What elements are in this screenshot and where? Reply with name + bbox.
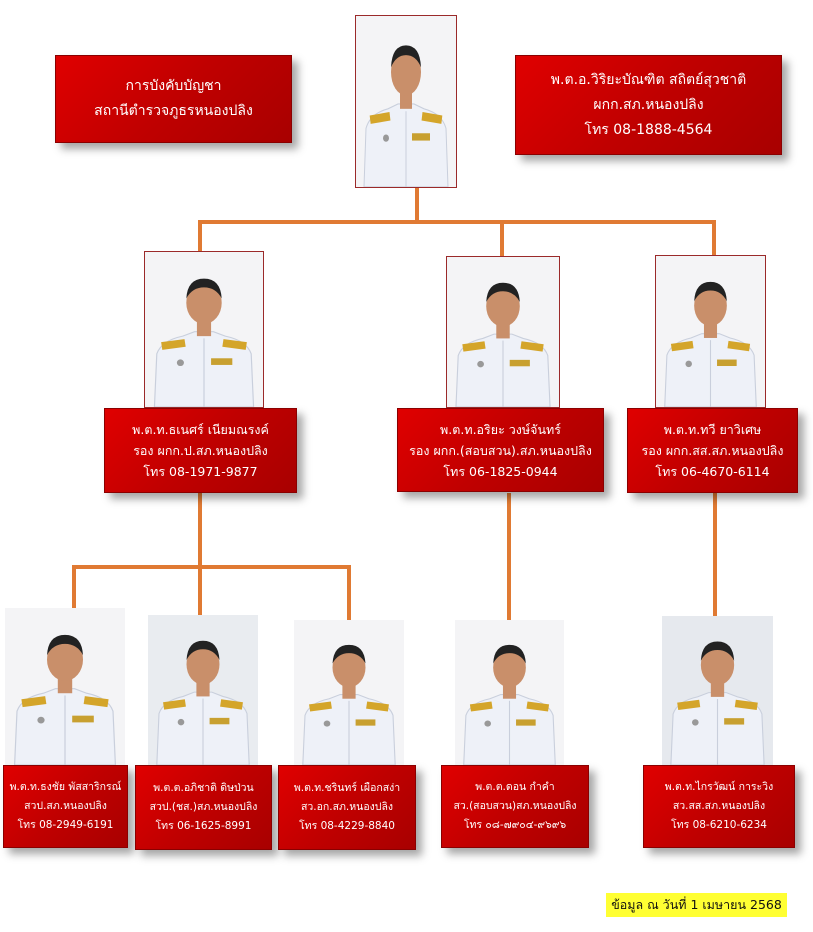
officer-portrait-icon: [670, 641, 765, 765]
deputy-box: พ.ต.ท.ทวี ยาวิเศษ รอง ผกก.สส.สภ.หนองปลิง…: [627, 408, 798, 493]
inspector-box: พ.ต.ต.ดอน กำคำ สว.(สอบสวน)สภ.หนองปลิง โท…: [441, 765, 589, 848]
officer-portrait-icon: [363, 45, 449, 187]
officer-portrait-icon: [455, 282, 551, 407]
inspector-phone: โทร ๐๘-๗๙๐๔-๙๖๙๖: [463, 819, 567, 831]
unit-title-box: การบังคับบัญชา สถานีตำรวจภูธรหนองปลิง: [55, 55, 292, 143]
connector: [347, 565, 351, 620]
commander-position: ผกก.สภ.หนองปลิง: [593, 96, 704, 113]
connector: [72, 565, 351, 569]
inspector-name: พ.ต.ต.ดอน กำคำ: [475, 781, 555, 793]
inspector-position: สว.อก.สภ.หนองปลิง: [300, 801, 394, 813]
inspector-name: พ.ต.ต.อภิชาติ ดิษป่วน: [153, 782, 254, 794]
deputy-phone: โทร 06-1825-0944: [443, 463, 558, 479]
inspector-name: พ.ต.ท.ชรินทร์ เผือกสง่า: [293, 782, 401, 794]
inspector-phone: โทร 08-6210-6234: [671, 819, 767, 831]
inspector-position: สว.(สอบสวน)สภ.หนองปลิง: [453, 800, 577, 812]
connector: [198, 220, 202, 251]
inspector-position: สวป.สภ.หนองปลิง: [24, 800, 107, 812]
deputy-photo: [655, 255, 766, 408]
officer-portrait-icon: [13, 634, 117, 765]
connector: [72, 565, 76, 608]
officer-portrait-icon: [156, 640, 250, 765]
inspector-name: พ.ต.ท.ไกรวัฒน์ การะวิง: [664, 781, 774, 793]
deputy-name: พ.ต.ท.ทวี ยาวิเศษ: [663, 422, 762, 437]
connector: [198, 220, 716, 224]
data-date-note: ข้อมูล ณ วันที่ 1 เมษายน 2568: [606, 893, 787, 917]
connector: [415, 188, 419, 223]
inspector-phone: โทร 08-4229-8840: [299, 820, 395, 832]
inspector-phone: โทร 06-1625-8991: [155, 820, 252, 832]
connector: [712, 220, 716, 255]
commander-name: พ.ต.อ.วิริยะบัณฑิต สถิตย์สุวชาติ: [550, 71, 747, 88]
deputy-position: รอง ผกก.(สอบสวน).สภ.หนองปลิง: [409, 442, 592, 458]
commander-box: พ.ต.อ.วิริยะบัณฑิต สถิตย์สุวชาติ ผกก.สภ.…: [515, 55, 782, 155]
officer-portrait-icon: [302, 644, 396, 765]
officer-portrait-icon: [153, 278, 255, 407]
deputy-position: รอง ผกก.สส.สภ.หนองปลิง: [641, 443, 784, 458]
commander-phone: โทร 08-1888-4564: [584, 121, 713, 138]
connector: [507, 493, 511, 620]
officer-portrait-icon: [463, 644, 556, 765]
deputy-photo: [446, 256, 560, 408]
unit-name: สถานีตำรวจภูธรหนองปลิง: [94, 103, 253, 119]
connector: [500, 220, 504, 256]
deputy-name: พ.ต.ท.อริยะ วงษ์จันทร์: [440, 421, 561, 437]
officer-portrait-icon: [664, 281, 757, 407]
deputy-phone: โทร 06-4670-6114: [655, 464, 770, 479]
inspector-box: พ.ต.ต.อภิชาติ ดิษป่วน สวป.(ชส.)สภ.หนองปล…: [135, 765, 272, 850]
inspector-name: พ.ต.ท.ธงชัย พัสสาริกรณ์: [9, 781, 122, 793]
commander-photo: [355, 15, 457, 188]
inspector-photo: [455, 620, 564, 765]
inspector-phone: โทร 08-2949-6191: [17, 819, 114, 831]
deputy-position: รอง ผกก.ป.สภ.หนองปลิง: [133, 443, 268, 458]
inspector-position: สว.สส.สภ.หนองปลิง: [672, 800, 766, 812]
inspector-photo: [662, 616, 773, 765]
deputy-box: พ.ต.ท.อริยะ วงษ์จันทร์ รอง ผกก.(สอบสวน).…: [397, 408, 604, 492]
unit-title: การบังคับบัญชา: [125, 78, 222, 94]
inspector-box: พ.ต.ท.ไกรวัฒน์ การะวิง สว.สส.สภ.หนองปลิง…: [643, 765, 795, 848]
inspector-photo: [148, 615, 258, 765]
deputy-box: พ.ต.ท.ธเนศร์ เนียมณรงค์ รอง ผกก.ป.สภ.หนอ…: [104, 408, 297, 493]
connector: [198, 493, 202, 615]
inspector-box: พ.ต.ท.ธงชัย พัสสาริกรณ์ สวป.สภ.หนองปลิง …: [3, 765, 128, 848]
connector: [713, 493, 717, 616]
inspector-position: สวป.(ชส.)สภ.หนองปลิง: [149, 801, 258, 813]
deputy-phone: โทร 08-1971-9877: [143, 464, 258, 479]
inspector-photo: [5, 608, 125, 765]
deputy-photo: [144, 251, 264, 408]
deputy-name: พ.ต.ท.ธเนศร์ เนียมณรงค์: [132, 422, 269, 437]
inspector-box: พ.ต.ท.ชรินทร์ เผือกสง่า สว.อก.สภ.หนองปลิ…: [278, 765, 416, 850]
inspector-photo: [294, 620, 404, 765]
